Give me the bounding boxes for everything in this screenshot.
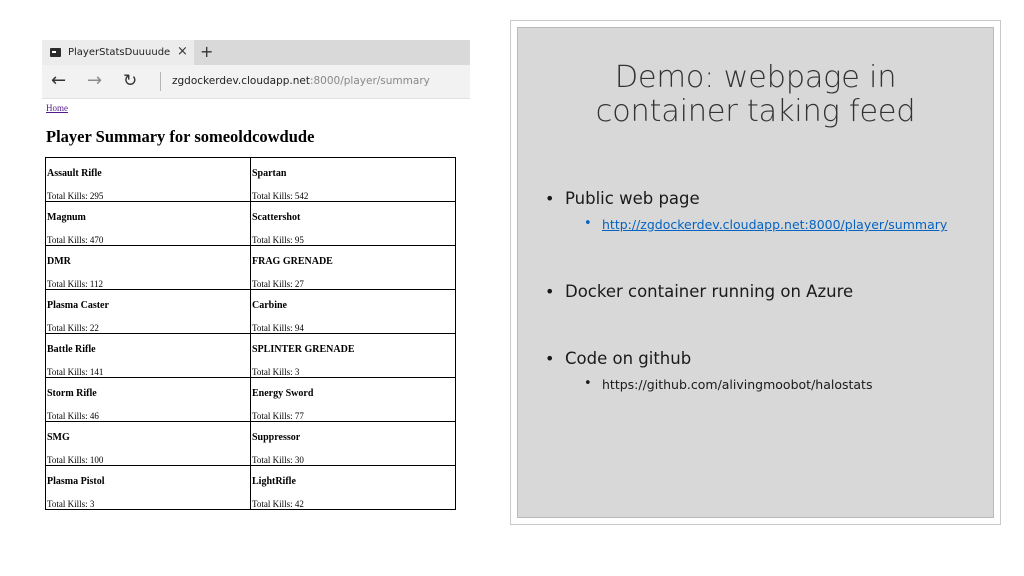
terminal-favicon-icon <box>50 48 61 57</box>
weapon-cell: SMG Total Kills: 100 <box>45 421 251 466</box>
weapon-total-kills: Total Kills: 42 <box>252 499 304 509</box>
weapon-total-kills: Total Kills: 295 <box>47 191 104 201</box>
slide-title-line-2: container taking feed <box>595 94 916 129</box>
weapon-total-kills: Total Kills: 27 <box>252 279 304 289</box>
weapon-name: Assault Rifle <box>47 168 102 179</box>
weapon-total-kills: Total Kills: 22 <box>47 323 99 333</box>
weapon-name: DMR <box>47 256 71 267</box>
weapon-name: Plasma Pistol <box>47 476 105 487</box>
web-page-content: Home Player Summary for someoldcowdude A… <box>42 99 470 510</box>
github-url: https://github.com/alivingmoobot/halosta… <box>584 376 873 392</box>
navigation-bar: ← → ↻ zgdockerdev.cloudapp.net:8000/play… <box>42 65 470 99</box>
bullet-public-web-page: Public web page <box>545 189 700 208</box>
weapon-total-kills: Total Kills: 95 <box>252 235 304 245</box>
weapon-cell: FRAG GRENADE Total Kills: 27 <box>250 245 456 290</box>
link-player-summary-url[interactable]: http://zgdockerdev.cloudapp.net:8000/pla… <box>584 215 972 233</box>
table-row: DMR Total Kills: 112 FRAG GRENADE Total Kil… <box>45 245 456 290</box>
bullet-docker-container: Docker container running on Azure <box>545 282 853 301</box>
weapon-total-kills: Total Kills: 3 <box>47 499 95 509</box>
tab-title: PlayerStatsDuuuude <box>68 47 171 58</box>
back-arrow-icon[interactable]: ← <box>51 70 67 91</box>
weapon-name: Carbine <box>252 300 287 311</box>
weapon-total-kills: Total Kills: 100 <box>47 455 104 465</box>
weapon-name: SPLINTER GRENADE <box>252 344 355 355</box>
weapon-cell: DMR Total Kills: 112 <box>45 245 251 290</box>
slide-panel: Demo: webpage in container taking feed P… <box>517 27 994 518</box>
weapon-name: Scattershot <box>252 212 301 223</box>
weapon-total-kills: Total Kills: 94 <box>252 323 304 333</box>
tab-bar: PlayerStatsDuuuude × + <box>42 40 470 65</box>
browser-screenshot: PlayerStatsDuuuude × + ← → ↻ zgdockerdev… <box>42 40 470 530</box>
address-bar[interactable]: zgdockerdev.cloudapp.net:8000/player/sum… <box>172 75 430 87</box>
weapon-name: Suppressor <box>252 432 301 443</box>
address-divider <box>160 72 161 91</box>
close-tab-icon[interactable]: × <box>177 44 188 59</box>
home-link[interactable]: Home <box>46 103 68 113</box>
bullet-code-on-github: Code on github <box>545 349 691 368</box>
weapon-name: FRAG GRENADE <box>252 256 333 267</box>
refresh-icon[interactable]: ↻ <box>123 71 138 91</box>
weapon-total-kills: Total Kills: 112 <box>47 279 104 289</box>
weapon-total-kills: Total Kills: 141 <box>47 367 104 377</box>
forward-arrow-icon[interactable]: → <box>87 70 103 91</box>
weapon-total-kills: Total Kills: 470 <box>47 235 104 245</box>
browser-tab[interactable]: PlayerStatsDuuuude × <box>42 40 194 65</box>
weapon-name: Spartan <box>252 168 287 179</box>
weapon-name: Magnum <box>47 212 86 223</box>
weapon-total-kills: Total Kills: 30 <box>252 455 304 465</box>
address-path: :8000/player/summary <box>309 75 430 87</box>
weapon-name: Energy Sword <box>252 388 314 399</box>
weapon-name: LightRifle <box>252 476 296 487</box>
weapon-cell: SPLINTER GRENADE Total Kills: 3 <box>250 333 456 378</box>
slide-title: Demo: webpage in container taking feed <box>518 61 993 129</box>
slide-title-line-1: Demo: webpage in <box>614 60 897 95</box>
weapon-total-kills: Total Kills: 77 <box>252 411 304 421</box>
weapon-total-kills: Total Kills: 46 <box>47 411 99 421</box>
weapon-total-kills: Total Kills: 542 <box>252 191 309 201</box>
weapon-name: Battle Rifle <box>47 344 96 355</box>
page-title: Player Summary for someoldcowdude <box>46 127 315 146</box>
weapon-name: Plasma Caster <box>47 300 109 311</box>
slide-panel-frame: Demo: webpage in container taking feed P… <box>510 20 1001 525</box>
weapon-total-kills: Total Kills: 3 <box>252 367 300 377</box>
address-host: zgdockerdev.cloudapp.net <box>172 75 310 87</box>
new-tab-icon[interactable]: + <box>200 42 214 61</box>
weapon-name: Storm Rifle <box>47 388 97 399</box>
weapon-name: SMG <box>47 432 70 443</box>
